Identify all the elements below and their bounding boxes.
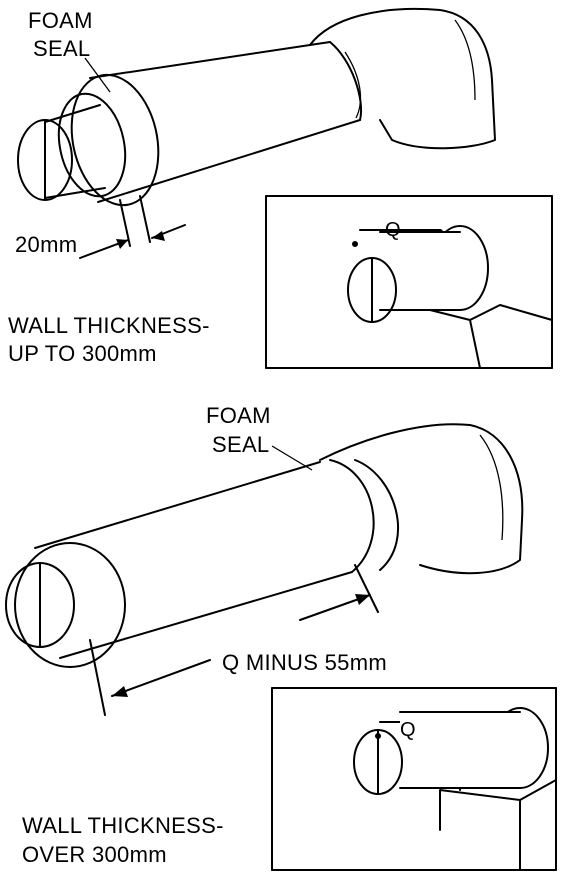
top-wall-inset: [265, 195, 553, 369]
bottom-wall-label-line2: OVER 300mm: [22, 842, 167, 867]
bottom-dim-arrow-left: [111, 659, 211, 697]
top-tube: [89, 41, 361, 203]
top-dimension-label: 20mm: [15, 232, 78, 257]
top-flue-assembly: [17, 7, 496, 259]
bottom-inset-q-label: Q: [400, 719, 416, 741]
top-wall-label-line1: WALL THICKNESS-: [8, 313, 210, 338]
bottom-wall-label-line1: WALL THICKNESS-: [22, 813, 224, 838]
bottom-flue-assembly: [5, 423, 524, 716]
top-foam-seal-ring: [70, 73, 160, 207]
bottom-foam-seal-label-line2: SEAL: [212, 432, 270, 457]
bottom-wall-inset: [271, 687, 557, 871]
top-elbow: [309, 7, 496, 150]
top-foam-seal-label-line2: SEAL: [33, 36, 91, 61]
bottom-tube: [34, 461, 353, 659]
bottom-foam-seal-label-line1: FOAM: [206, 403, 271, 428]
top-foam-seal-label-line1: FOAM: [28, 8, 93, 33]
bottom-foam-seal-ring: [329, 459, 375, 573]
bottom-dimension-label: Q MINUS 55mm: [222, 650, 387, 675]
bottom-elbow: [319, 423, 524, 575]
top-wall-label-line2: UP TO 300mm: [8, 341, 157, 366]
top-inset-q-label: Q: [385, 219, 401, 241]
